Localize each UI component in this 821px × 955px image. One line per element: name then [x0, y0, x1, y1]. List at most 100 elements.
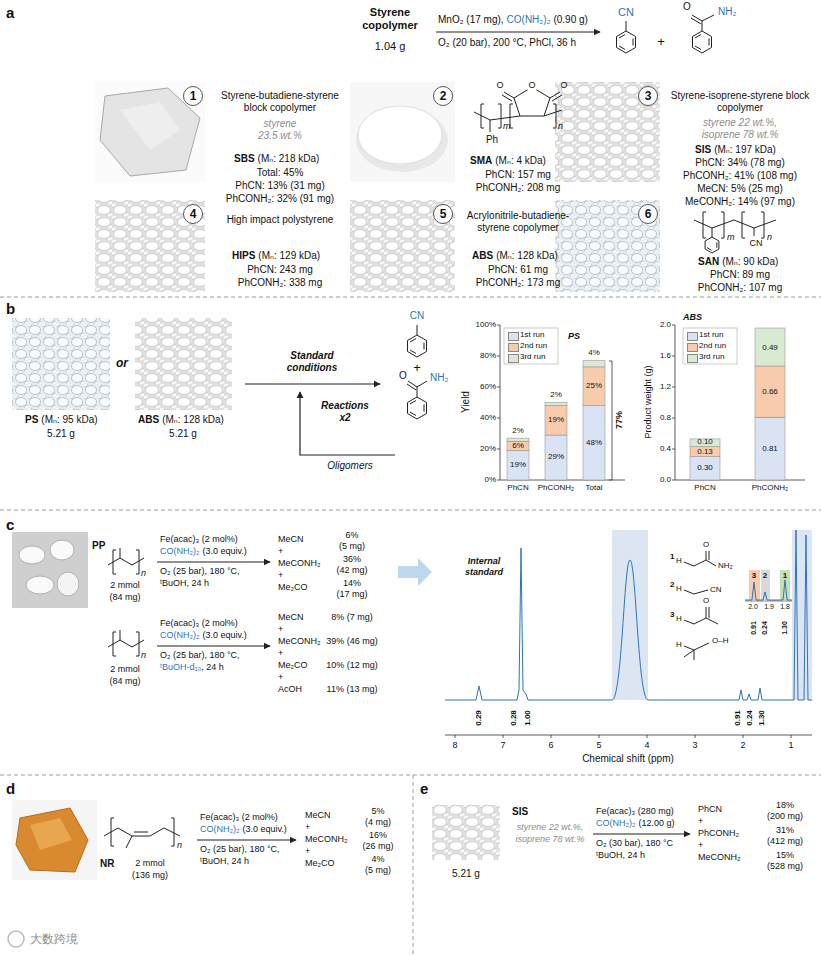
label-text: Styrene copolymer	[350, 6, 430, 32]
nmr-spectrum	[398, 530, 812, 738]
bar-chart	[690, 447, 720, 457]
legend-text: 3rd run	[520, 352, 545, 362]
label-text: PhCONH₂	[698, 828, 739, 839]
label-text: 1.00	[523, 710, 533, 726]
label-text: H	[676, 556, 682, 566]
callout-number: 5	[433, 204, 453, 224]
legend-swatch	[687, 343, 698, 352]
label-text: PhCN	[694, 483, 715, 493]
label-text: 0.30	[697, 463, 713, 473]
label-text: 77%	[614, 411, 625, 429]
label-text: (Mₙ: 4 kDa)	[495, 155, 546, 167]
nmr-spectrum	[745, 580, 792, 600]
legend-swatch	[508, 354, 519, 363]
label-text: PhCONH₂: 208 mg	[476, 182, 560, 194]
sample-photo	[350, 200, 455, 292]
sample-photo	[432, 805, 500, 860]
sample-photo	[30, 818, 72, 850]
label-text: styrene	[264, 118, 297, 130]
label-text: PhCONH₂: 41% (108 mg)	[683, 170, 797, 182]
label-text: (Mₙ: 129 kDa)	[258, 250, 320, 262]
sample-photo	[555, 200, 660, 292]
label-text: Internal standard	[456, 556, 512, 578]
bar-chart	[583, 367, 605, 406]
label-text: (Mₙ: 128 kDa)	[496, 250, 558, 262]
label-text: 20%	[480, 444, 496, 454]
callout-number: 1	[183, 86, 203, 106]
label-text: High impact polystyrene	[225, 214, 335, 226]
legend-text: 1st run	[699, 330, 723, 340]
chemical-structure	[693, 21, 712, 53]
sample-photo	[16, 808, 88, 872]
sample-photo	[57, 572, 79, 596]
label-text: MeCONH₂	[698, 852, 741, 863]
label-text: H	[676, 640, 682, 650]
label-text: (3.0 equiv.)	[202, 546, 246, 557]
chemical-structure	[408, 325, 427, 357]
label-text: O	[560, 80, 567, 91]
label-text: MeCN	[278, 612, 304, 623]
label-text: +	[413, 360, 421, 376]
label-text: +	[278, 624, 283, 635]
label-text: ABS	[472, 250, 493, 262]
label-text: O	[703, 540, 709, 550]
label-text: (12.00 g)	[638, 818, 674, 829]
chemical-structure	[705, 237, 719, 253]
label-text: 5.21 g	[452, 868, 480, 880]
chemical-structure	[108, 548, 144, 574]
bar-chart	[507, 451, 529, 481]
label-text: Yield	[460, 391, 472, 413]
label-text: 16%	[369, 830, 387, 841]
label-text: 19%	[510, 460, 526, 470]
label-text: , 24 h	[201, 662, 224, 673]
label-text: MeCONH₂	[278, 558, 321, 569]
label-text: 1.8	[780, 603, 790, 611]
label-text: CO(NH₂)₂	[507, 14, 551, 26]
label-text: SIS	[512, 806, 528, 818]
callout-number: 6	[638, 204, 658, 224]
bar-chart	[504, 328, 558, 364]
sample-photo	[12, 800, 97, 880]
label-text: 2%	[550, 390, 562, 400]
label-text: PhCONH₂: 173 mg	[476, 277, 560, 289]
label-text: 2 mmol	[110, 580, 140, 591]
label-text: Fe(acac)₃ (2 mol%)	[200, 812, 278, 823]
label-text: CN	[618, 6, 634, 19]
legend-swatch	[687, 332, 698, 341]
label-text: 2%	[512, 426, 524, 436]
label-text: 2	[763, 571, 767, 581]
label-text: (Mₙ: 128 kDa)	[162, 414, 224, 426]
callout-text: 3	[645, 90, 652, 102]
label-text: 4%	[371, 854, 384, 865]
label-text: 19%	[548, 415, 564, 425]
label-text: MnO₂ (17 mg),	[438, 14, 504, 26]
label-text: 1	[670, 552, 674, 562]
label-text: H	[676, 614, 682, 624]
chemical-structure	[108, 630, 144, 656]
label-text: 80%	[480, 351, 496, 361]
label-text: CN	[750, 238, 763, 249]
label-text: +	[278, 546, 283, 557]
bar-chart	[609, 361, 612, 480]
label-text: d	[6, 780, 15, 798]
label-text: O	[496, 80, 503, 91]
label-text: O₂ (30 bar), 180 °C	[596, 838, 673, 849]
label-text: PhCN: 157 mg	[485, 169, 551, 181]
label-text: (26 mg)	[362, 841, 393, 852]
bar-chart	[545, 402, 567, 405]
label-text: 1.30	[757, 710, 767, 726]
label-text: O	[683, 1, 691, 13]
chemical-structure	[684, 551, 716, 566]
label-text: 0.29	[474, 710, 484, 726]
label-text: SIS	[695, 144, 711, 156]
callout-number: 4	[183, 204, 203, 224]
label-text: MeCONH₂	[305, 834, 348, 845]
label-text: PhCN: 243 mg	[247, 264, 313, 276]
chemical-structure	[684, 643, 709, 660]
label-text: NH₂	[430, 372, 448, 384]
label-text: 5%	[371, 806, 384, 817]
label-text: (84 mg)	[109, 676, 140, 687]
bar-chart	[583, 406, 605, 480]
label-text: 0.49	[762, 343, 778, 353]
